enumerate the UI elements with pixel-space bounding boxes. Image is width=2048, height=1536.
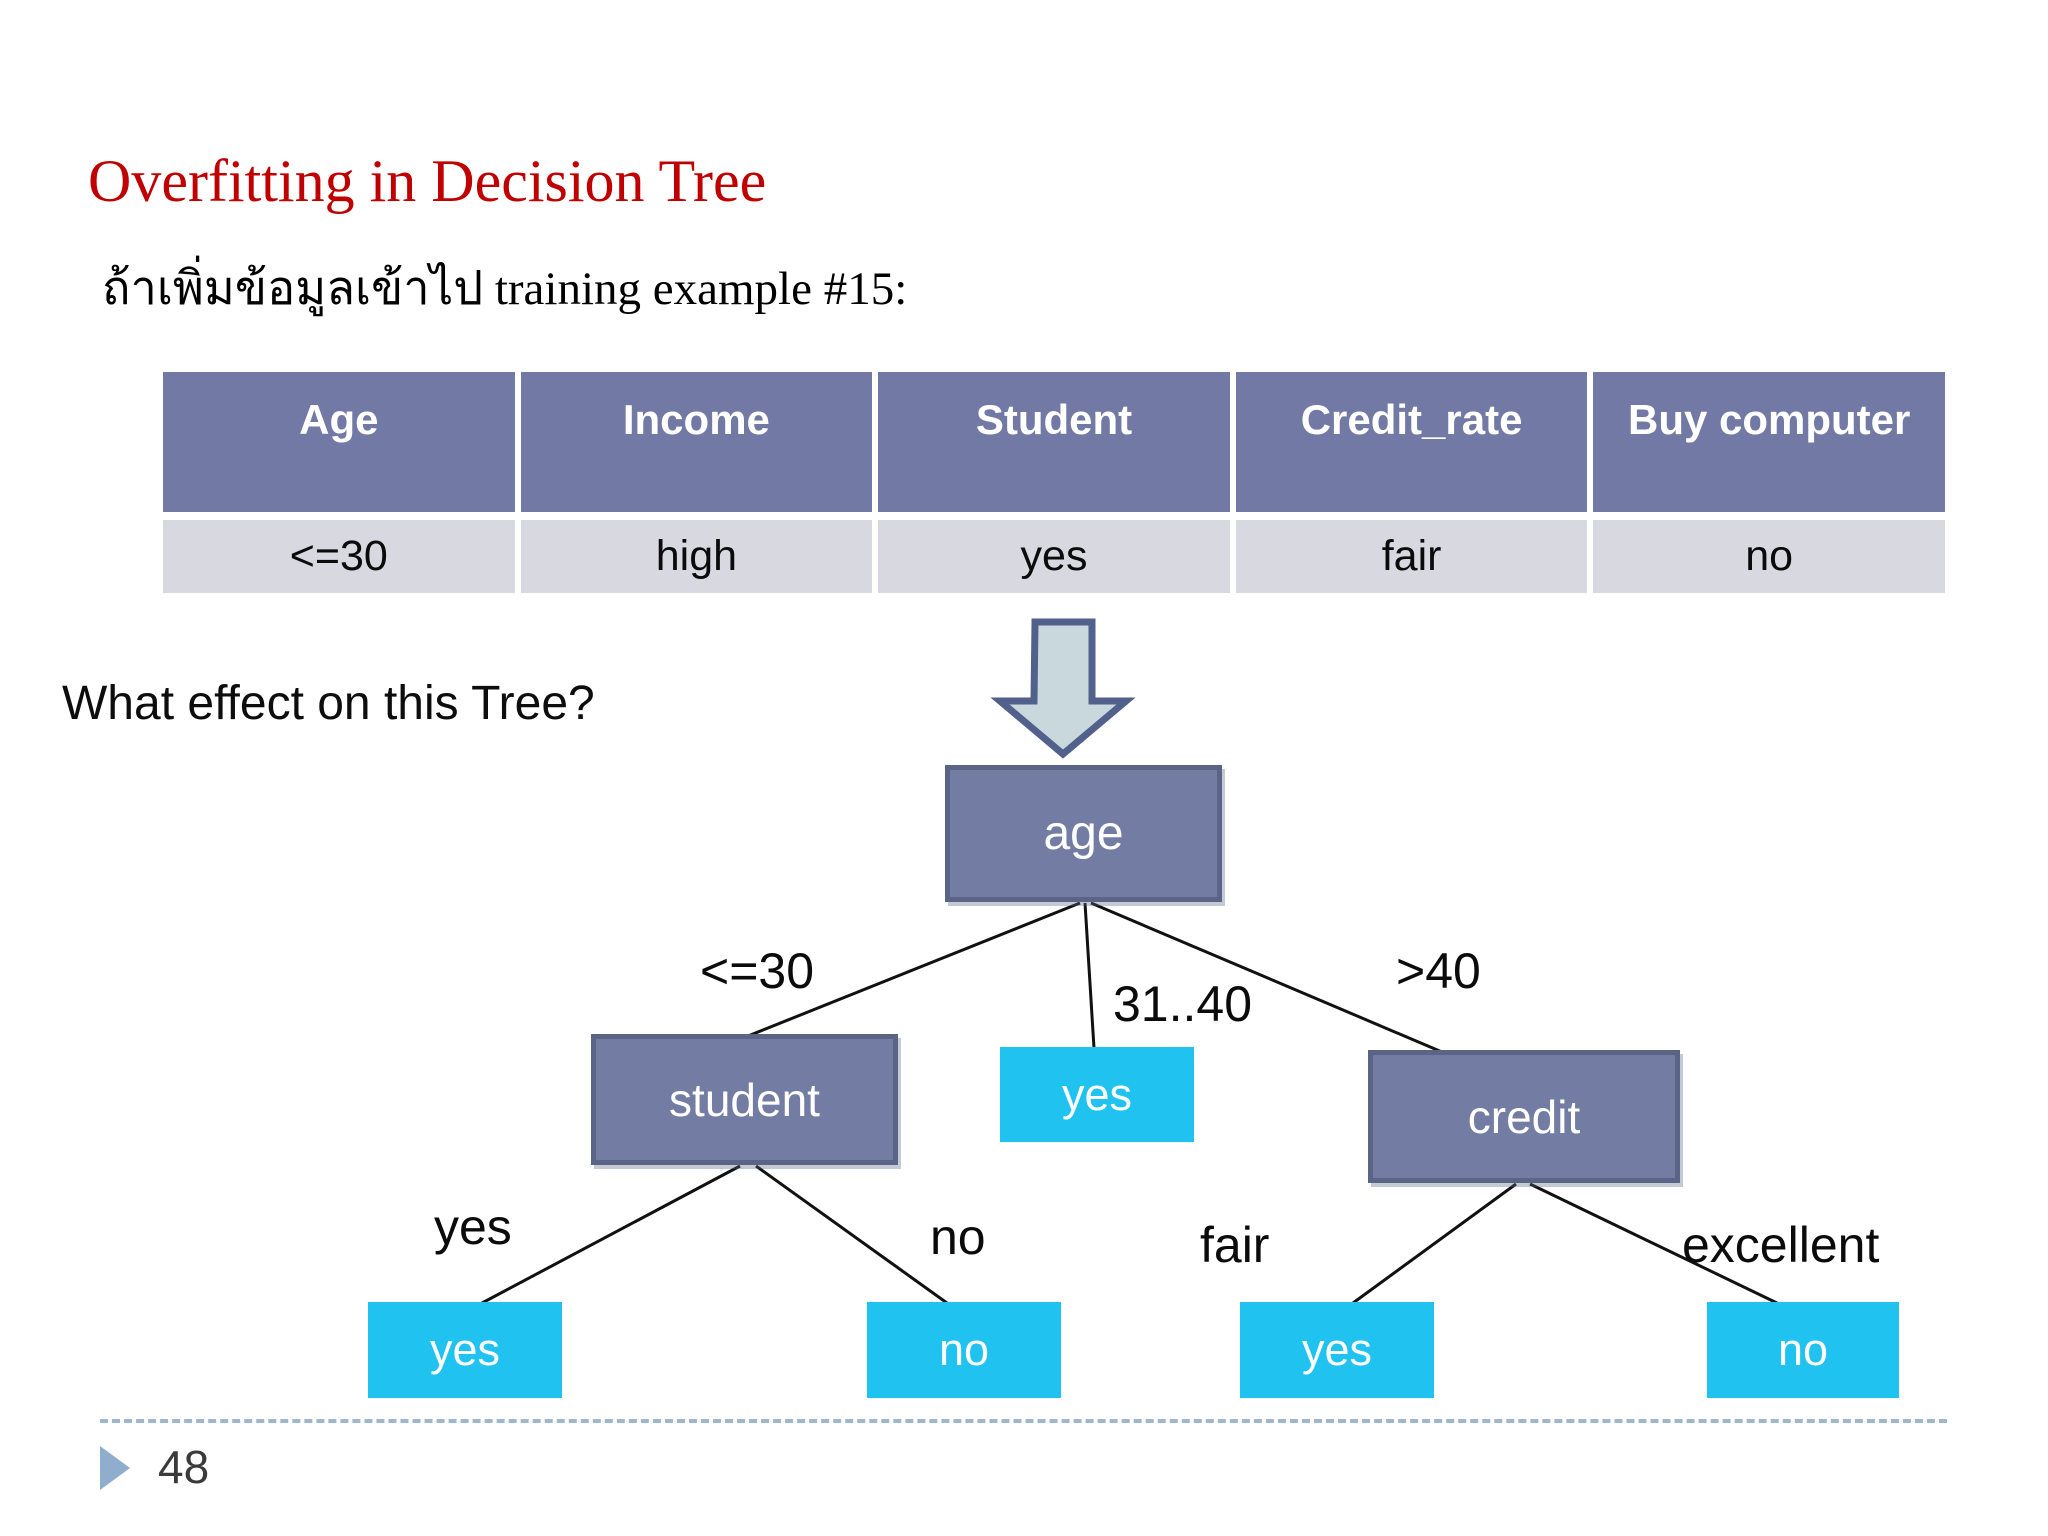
table-header-student: Student xyxy=(878,372,1230,512)
tree-edge-age-mid xyxy=(1083,902,1096,1049)
branch-label-credit-excellent: excellent xyxy=(1682,1217,1880,1273)
branch-label-credit-fair: fair xyxy=(1200,1217,1270,1273)
tree-edge-credit-fair xyxy=(1352,1182,1517,1305)
page-number: 48 xyxy=(158,1441,210,1493)
branch-label-gt40: >40 xyxy=(1396,943,1481,999)
tree-edge-student-yes xyxy=(481,1164,741,1305)
tree-leaf-student-no: no xyxy=(867,1302,1061,1398)
branch-label-31-40: 31..40 xyxy=(1113,976,1253,1032)
table-header-credit-rate: Credit_rate xyxy=(1235,372,1588,512)
footer-divider xyxy=(100,1419,1947,1423)
table-cell-buy-computer: no xyxy=(1593,520,1945,593)
table-cell-student: yes xyxy=(878,520,1230,593)
tree-edge-age-student xyxy=(747,901,1081,1038)
table-cell-age: <=30 xyxy=(163,520,515,593)
tree-node-student: student xyxy=(591,1034,898,1165)
table-cell-credit-rate: fair xyxy=(1235,520,1588,593)
tree-leaf-credit-no: no xyxy=(1707,1302,1899,1398)
branch-label-student-yes: yes xyxy=(434,1199,512,1255)
branch-label-le30: <=30 xyxy=(700,943,815,999)
triangle-right-icon xyxy=(100,1446,130,1490)
training-example-table: Age Income Student Credit_rate Buy compu… xyxy=(163,372,1945,593)
down-arrow-icon xyxy=(990,618,1136,759)
tree-leaf-mid-yes: yes xyxy=(1000,1047,1194,1142)
table-header-income: Income xyxy=(520,372,873,512)
table-header-buy-computer: Buy computer xyxy=(1593,372,1945,512)
tree-node-credit: credit xyxy=(1368,1050,1680,1183)
subtitle-text: ถ้าเพิ่มข้อมูลเข้าไป training example #1… xyxy=(102,263,908,315)
tree-node-age: age xyxy=(945,765,1222,902)
table-cell-income: high xyxy=(520,520,873,593)
branch-label-student-no: no xyxy=(930,1209,986,1265)
tree-edge-credit-excellent xyxy=(1529,1182,1778,1305)
page-title: Overfitting in Decision Tree xyxy=(88,148,767,214)
tree-leaf-student-yes: yes xyxy=(368,1302,562,1398)
tree-leaf-credit-yes: yes xyxy=(1240,1302,1434,1398)
tree-edge-age-credit xyxy=(1090,901,1443,1054)
question-text: What effect on this Tree? xyxy=(62,677,595,730)
table-header-age: Age xyxy=(163,372,515,512)
tree-edge-student-no xyxy=(755,1164,948,1305)
